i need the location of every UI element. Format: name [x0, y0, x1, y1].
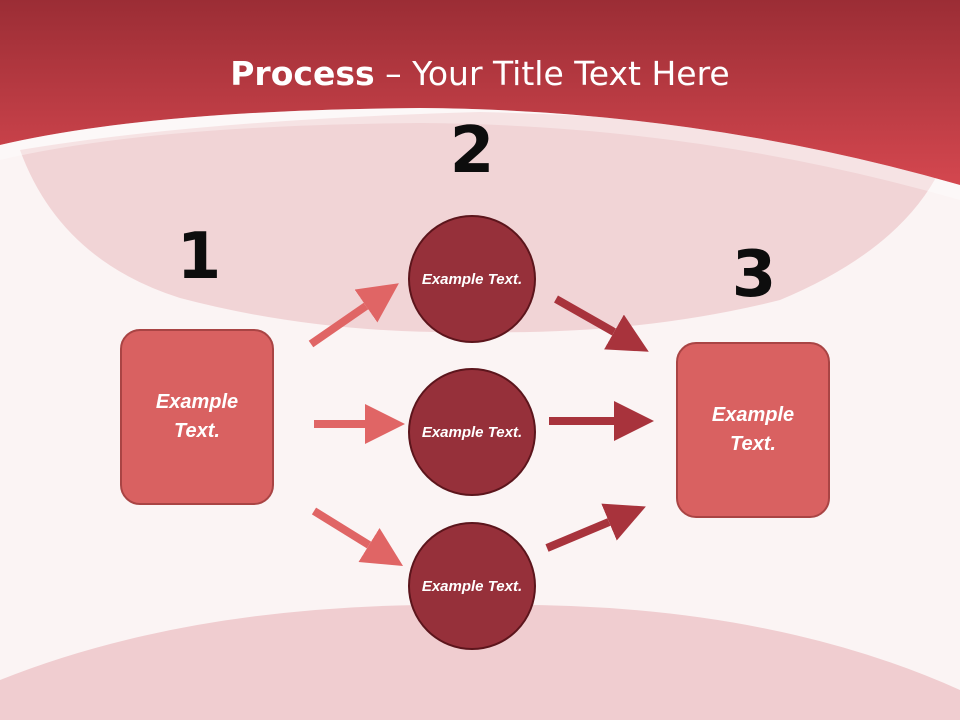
- step-number-1: 1: [176, 220, 222, 294]
- step-1-box: Example Text.: [120, 329, 274, 505]
- step-2-circle-top-label: Example Text.: [421, 270, 523, 288]
- header-band: [0, 0, 960, 185]
- step-2-circle-middle-label: Example Text.: [421, 423, 523, 441]
- title-rest: – Your Title Text Here: [374, 54, 730, 93]
- step-2-circle-middle: Example Text.: [408, 368, 536, 496]
- arrow-1-to-bottom: [311, 507, 404, 567]
- title-bold: Process: [230, 54, 375, 93]
- step-number-3: 3: [731, 238, 777, 312]
- step-1-label: Example Text.: [155, 391, 239, 442]
- step-2-circle-bottom-label: Example Text.: [421, 577, 523, 595]
- step-number-2: 2: [449, 114, 495, 188]
- step-3-box: Example Text.: [676, 342, 830, 518]
- step-3-label: Example Text.: [711, 404, 795, 455]
- header-highlight: [0, 108, 960, 200]
- slide-title: Process – Your Title Text Here: [0, 54, 960, 94]
- lower-lip-shape: [0, 604, 960, 720]
- step-2-circle-bottom: Example Text.: [408, 522, 536, 650]
- arrow-bottom-to-3: [545, 503, 646, 552]
- arrow-1-to-top: [308, 283, 399, 348]
- step-2-circle-top: Example Text.: [408, 215, 536, 343]
- arrow-top-to-3: [554, 295, 649, 352]
